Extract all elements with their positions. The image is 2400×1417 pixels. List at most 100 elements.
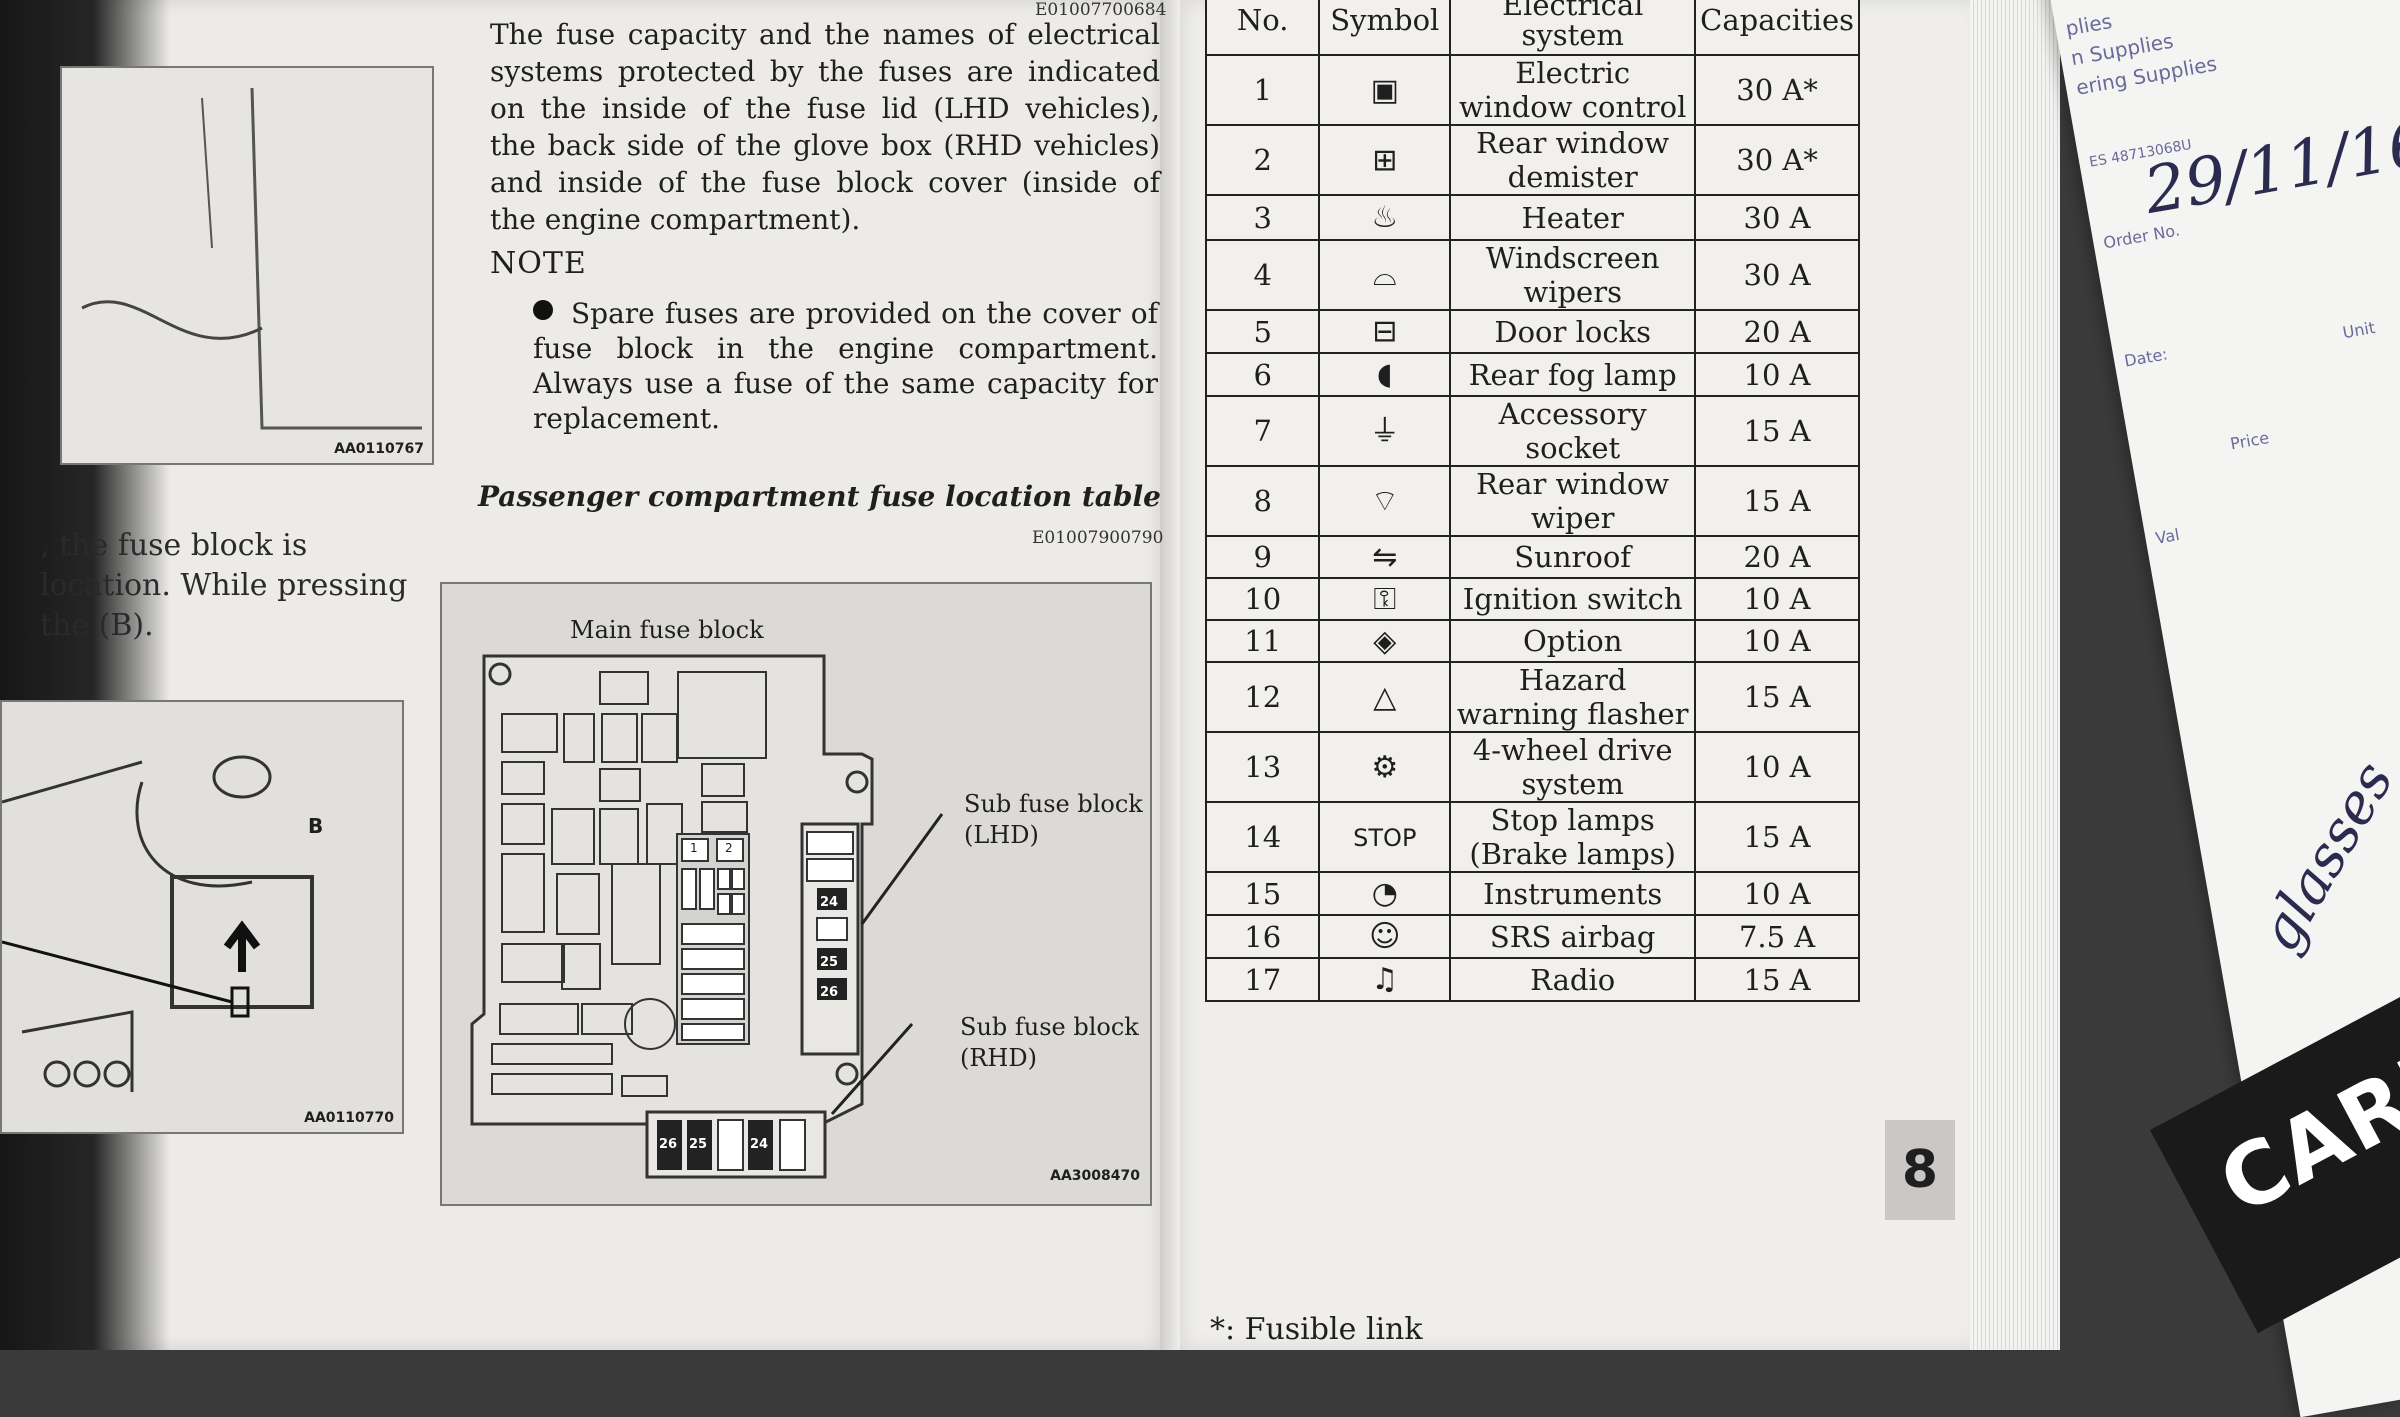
fuse-num-24-rhd: 24 [750,1137,769,1152]
header-capacity: Capacities [1694,0,1860,56]
rear-wiper-icon: ⌔ [1370,483,1399,519]
header-no: No. [1204,0,1321,56]
electrical-system: Door locks [1449,309,1697,354]
note-title: NOTE [490,246,587,281]
electrical-system: Instruments [1449,871,1697,916]
electrical-system: Electric window control [1449,54,1697,126]
handwritten-date: 29/11/16 [2139,106,2400,229]
fuse-number: 17 [1204,957,1321,1002]
header-symbol: Symbol [1318,0,1452,56]
option-icon: ◈ [1373,623,1397,659]
fuse-capacity: 15 A [1694,957,1860,1002]
section-title: Passenger compartment fuse location tabl… [478,480,1161,513]
fuse-number: 8 [1204,465,1321,537]
receipt-text-1: plies [2063,8,2114,41]
socket-icon: ⏚ [1369,413,1400,449]
electrical-system: 4-wheel drive system [1449,731,1697,803]
fuse-number: 10 [1204,577,1321,621]
electrical-system: Sunroof [1449,535,1697,579]
main-fuse-block-label: Main fuse block [570,616,764,644]
page-tab: 8 [1885,1120,1955,1220]
fuse-capacity: 20 A [1694,535,1860,579]
fuse-number: 5 [1204,309,1321,354]
fuse-number: 4 [1204,239,1321,311]
fuse-number: 12 [1204,661,1321,733]
fuse-location-diagram: Main fuse block [440,582,1152,1206]
figure-fuse-lid: B AA0110770 [0,700,404,1134]
fuse-symbol-cell: ⚙ [1318,731,1452,803]
fig1-code: AA0110767 [334,441,424,457]
fuse-symbol-cell: ♨ [1318,194,1452,241]
fuse-capacity: 30 A* [1694,124,1860,196]
fuse-number: 2 [1204,124,1321,196]
fuse-symbol-cell: ⌔ [1318,465,1452,537]
electrical-system: Radio [1449,957,1697,1002]
fuse-symbol-cell: ⊟ [1318,309,1452,354]
radio-icon: ♫ [1371,962,1399,997]
fuse-symbol-cell: ⚿ [1318,577,1452,621]
fuse-symbol-cell: ▣ [1318,54,1452,126]
fig2-code: AA0110770 [304,1110,394,1126]
electrical-system: Stop lamps (Brake lamps) [1449,801,1697,873]
fuse-num-24-lhd: 24 [820,895,839,910]
fuse-number: 11 [1204,619,1321,663]
door-lock-icon: ⊟ [1372,314,1398,349]
fuse-capacity: 7.5 A [1694,914,1860,959]
fuse-capacity: 15 A [1694,801,1860,873]
sub-fuse-lhd-label: Sub fuse block (LHD) [964,790,1143,849]
fuse-capacity: 10 A [1694,871,1860,916]
fuse-number: 9 [1204,535,1321,579]
fuse-block-drawing [470,654,944,1179]
electrical-system: Ignition switch [1449,577,1697,621]
fuse-num-26-rhd: 26 [659,1137,678,1152]
fuse-capacity: 15 A [1694,661,1860,733]
label-b: B [308,814,324,838]
fuse-symbol-cell: ☺ [1318,914,1452,959]
fuse-capacity: 30 A [1694,194,1860,241]
fuse-number: 13 [1204,731,1321,803]
sunroof-icon: ⇋ [1372,539,1398,575]
fuse-number: 15 [1204,871,1321,916]
hazard-icon: △ [1373,679,1397,715]
fuse-table: No. Symbol Electrical system Capacities … [1204,0,1860,1002]
fuse-num-25-rhd: 25 [689,1137,708,1152]
glove-box-drawing [81,87,422,430]
gauge-icon: ◔ [1371,876,1398,911]
airbag-icon: ☺ [1369,919,1401,954]
4wd-icon: ⚙ [1371,749,1399,785]
fuse-num-1: 1 [690,841,698,855]
electrical-system: SRS airbag [1449,914,1697,959]
fuse-symbol-cell: ◔ [1318,871,1452,916]
fuse-number: 7 [1204,395,1321,467]
footnote: *: Fusible link [1210,1312,1423,1347]
ignition-icon: ⚿ [1373,581,1397,617]
fuse-capacity: 20 A [1694,309,1860,354]
fuse-capacity: 10 A [1694,577,1860,621]
book-gutter [1160,0,1180,1350]
stop-icon: STOP [1353,824,1417,852]
header-system: Electrical system [1449,0,1697,56]
fuse-symbol-cell: ⇋ [1318,535,1452,579]
fuse-capacity: 10 A [1694,619,1860,663]
figure-glove-box: AA0110767 [60,66,434,465]
fuse-symbol-cell: ◈ [1318,619,1452,663]
fuse-symbol-cell: ⌓ [1318,239,1452,311]
fuse-capacity-paragraph: The fuse capacity and the names of elect… [490,18,1160,236]
fuse-symbol-cell: STOP [1318,801,1452,873]
fuse-number: 1 [1204,54,1321,126]
wiper-icon: ⌓ [1372,257,1397,293]
page-edges [1970,0,2060,1350]
fuse-lid-drawing [1,755,314,1092]
fuse-symbol-cell: ◖ [1318,352,1452,397]
